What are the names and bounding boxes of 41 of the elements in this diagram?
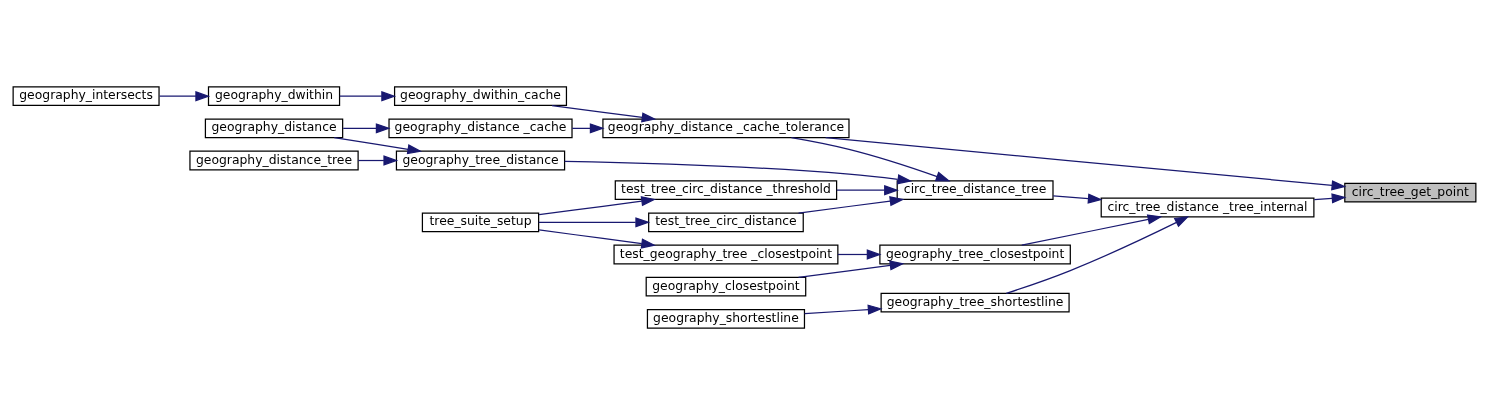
node-box: circ_tree_get_point	[1344, 182, 1477, 203]
node-box: geography_distance	[204, 118, 344, 139]
node-box: geography_distance _cache	[388, 118, 573, 139]
node-box: circ_tree_distance _tree_internal	[1100, 197, 1315, 218]
arrow	[564, 160, 913, 185]
arrow	[825, 137, 1347, 191]
arrow	[357, 155, 399, 166]
arrow	[538, 196, 657, 216]
arrow	[803, 304, 883, 315]
node-box: test_geography_tree _closestpoint	[613, 244, 839, 265]
node-box: tree_suite_setup	[421, 212, 540, 233]
arrow	[1005, 216, 1190, 294]
node-box: geography_intersects	[12, 86, 160, 107]
node-box: geography_tree_closestpoint	[879, 244, 1071, 265]
node-box: test_tree_circ_distance _threshold	[614, 180, 838, 201]
arrow	[158, 91, 211, 102]
arrow	[1313, 193, 1347, 204]
arrow	[837, 249, 882, 260]
node-box: geography_tree_shortestline	[880, 292, 1070, 313]
arrow	[571, 123, 605, 134]
node-box: geography_dwithin	[207, 86, 341, 107]
node-box: geography_closestpoint	[645, 276, 807, 297]
node-box: geography_distance_tree	[189, 150, 359, 171]
node-box: geography_dwithin_cache	[393, 86, 568, 107]
node-box: geography_tree_distance	[395, 150, 566, 171]
arrow	[797, 196, 905, 214]
arrow	[1052, 193, 1103, 204]
arrow	[333, 137, 423, 155]
node-box: geography_distance _cache_tolerance	[602, 118, 850, 139]
arrow	[1021, 214, 1163, 246]
node-box: geography_shortestline	[646, 308, 806, 329]
arrow	[790, 137, 951, 182]
arrow	[342, 123, 391, 134]
arrow	[551, 104, 657, 123]
arrow	[339, 91, 397, 102]
arrow	[836, 185, 899, 196]
node-box: circ_tree_distance_tree	[896, 180, 1054, 201]
arrow	[538, 229, 657, 249]
arrow	[797, 260, 905, 278]
node-box: test_tree_circ_distance	[648, 212, 804, 233]
arrow	[538, 217, 651, 228]
